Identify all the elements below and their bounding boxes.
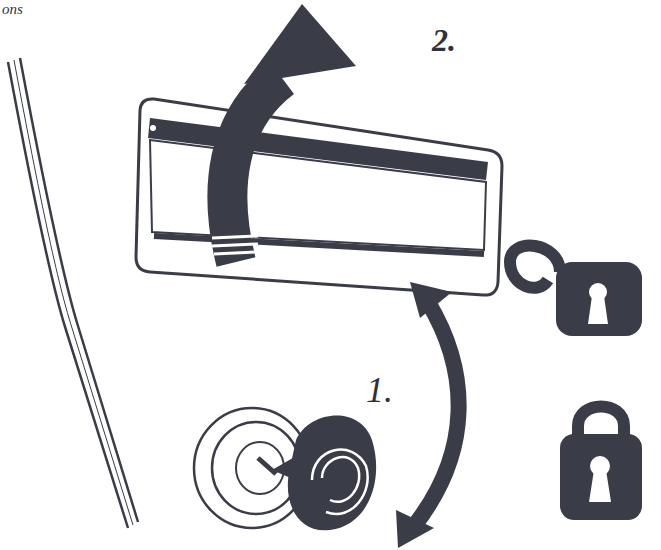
step-number: 2. bbox=[432, 24, 456, 56]
door-edge bbox=[8, 58, 138, 528]
padlock-closed bbox=[560, 407, 642, 521]
step-number: 1. bbox=[366, 372, 393, 408]
handle-recess bbox=[136, 99, 502, 295]
lift-arrow bbox=[212, 4, 356, 262]
caption-fragment: ons bbox=[2, 2, 23, 17]
turn-arrow bbox=[396, 282, 459, 548]
padlock-open bbox=[510, 246, 642, 336]
key bbox=[272, 416, 376, 531]
